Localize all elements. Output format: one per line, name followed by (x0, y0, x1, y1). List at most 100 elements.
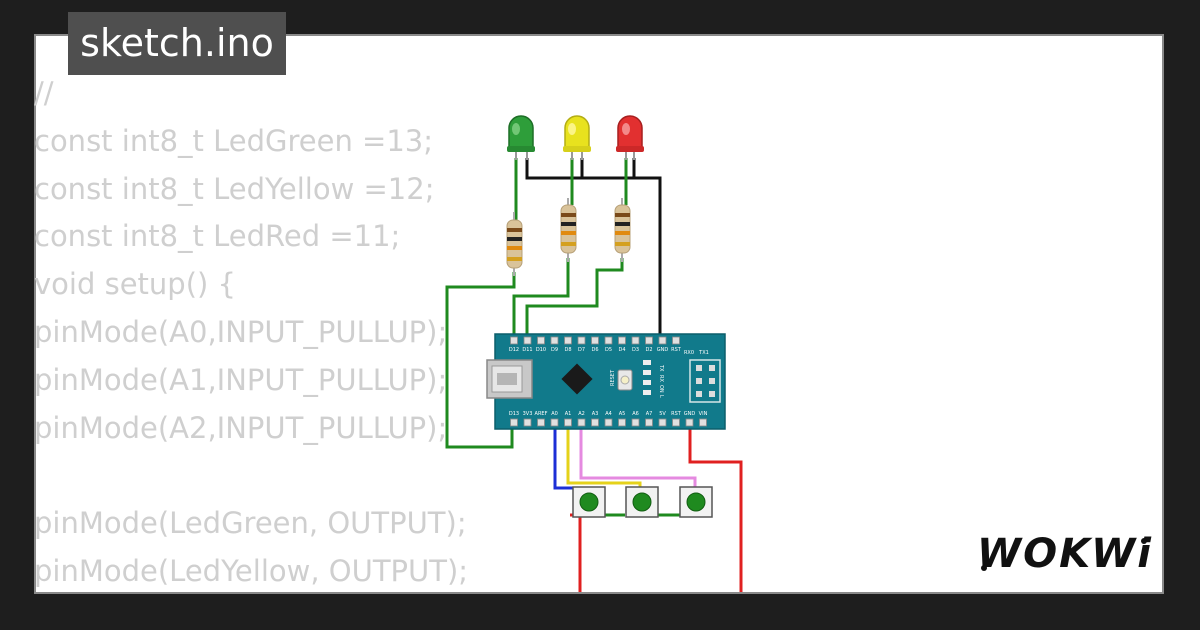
wire-group-led-cathodes (525, 158, 662, 340)
led-yellow[interactable] (563, 115, 591, 160)
pin-a0[interactable] (550, 418, 559, 427)
pin-a3[interactable] (591, 418, 599, 427)
code-line: pinMode(A0,INPUT_PULLUP); (34, 314, 448, 349)
pin-label: RST (671, 411, 682, 417)
pin-label: TX1 (698, 350, 709, 356)
pin-label: A6 (632, 411, 639, 417)
pin-d4[interactable] (618, 336, 626, 345)
code-line: pinMode(LedGreen, OUTPUT); (34, 506, 467, 541)
pushbutton-1[interactable] (572, 486, 606, 518)
pin-label: D9 (551, 347, 558, 353)
pin-rst[interactable] (672, 418, 680, 427)
pin-label: GND (657, 347, 669, 353)
resistor-2[interactable] (560, 198, 577, 262)
pushbutton-3[interactable] (679, 486, 713, 518)
pin-a1[interactable] (564, 418, 572, 427)
pin-label: 5V (659, 411, 666, 417)
code-line: const int8_t LedRed =11; (34, 219, 401, 254)
pin-a2[interactable] (577, 418, 586, 427)
pin-label: D12 (509, 347, 519, 353)
pin-label: D13 (509, 411, 519, 417)
code-line: pinMode(LedYellow, OUTPUT); (34, 553, 469, 588)
resistor-3[interactable] (614, 198, 631, 262)
pin-d7[interactable] (577, 336, 586, 345)
code-line: pinMode(A1,INPUT_PULLUP); (34, 362, 448, 397)
pin-label: D7 (578, 347, 585, 353)
pin-a7[interactable] (645, 418, 653, 427)
pin-label: A2 (578, 411, 585, 417)
pin-d3[interactable] (631, 336, 640, 345)
code-editor: //const int8_t LedGreen =13;const int8_t… (34, 70, 468, 596)
pin-gnd[interactable] (685, 418, 694, 427)
pin-label: A1 (565, 411, 572, 417)
pin-a6[interactable] (631, 418, 640, 427)
pin-vin[interactable] (699, 418, 707, 427)
status-led-label: TX (658, 364, 664, 372)
code-line: const int8_t LedGreen =13; (34, 123, 434, 158)
code-line: void setup() { (34, 267, 236, 302)
reset-label: RESET (610, 369, 616, 386)
pin-5v[interactable] (658, 418, 667, 427)
status-led-label: ON (658, 385, 664, 393)
usb-connector (486, 359, 533, 399)
pin-a4[interactable] (604, 418, 613, 427)
wire-green-r1-to-d13 (445, 272, 516, 449)
pin-label: D4 (618, 347, 625, 353)
pin-label: D8 (564, 347, 571, 353)
pin-d12[interactable] (510, 336, 518, 345)
led-red[interactable] (616, 115, 644, 160)
wire-red-gnd (688, 424, 743, 592)
pin-3v3[interactable] (523, 418, 532, 427)
code-line: pinMode(A2,INPUT_PULLUP); (34, 410, 448, 445)
file-title-tab[interactable]: sketch.ino (68, 12, 286, 75)
pin-d9[interactable] (550, 336, 559, 345)
pin-d8[interactable] (564, 336, 572, 345)
pushbutton-2[interactable] (625, 486, 659, 518)
code-line: const int8_t LedYellow =12; (34, 171, 435, 206)
pin-label: D11 (522, 347, 532, 353)
pin-a5[interactable] (618, 418, 626, 427)
pin-d10[interactable] (537, 336, 545, 345)
pin-gnd[interactable] (658, 336, 667, 345)
pin-label: GND (684, 411, 696, 417)
pin-rst[interactable] (672, 336, 680, 345)
resistor-1[interactable] (506, 212, 523, 276)
led-green[interactable] (507, 115, 535, 160)
pin-label: AREF (535, 411, 548, 417)
pin-label: D10 (536, 347, 546, 353)
pin-d11[interactable] (523, 336, 532, 345)
pin-label: D3 (632, 347, 639, 353)
pin-d2[interactable] (645, 336, 653, 345)
status-led-label: L (658, 395, 664, 398)
pin-d6[interactable] (591, 336, 599, 345)
pin-label: A5 (619, 411, 626, 417)
pin-label: D2 (645, 347, 652, 353)
pin-d13[interactable] (510, 418, 518, 427)
pin-label: VIN (699, 411, 708, 417)
pin-label: A4 (605, 411, 612, 417)
wokwi-logo-text: WOKWi (977, 531, 1153, 577)
pin-label: A0 (551, 411, 558, 417)
wire-green-r2-to-d12 (512, 258, 570, 340)
pin-d5[interactable] (604, 336, 613, 345)
pin-label: 3V3 (523, 411, 533, 417)
status-leds (643, 360, 651, 395)
pin-label: RX0 (684, 350, 694, 356)
pin-aref[interactable] (537, 418, 545, 427)
pin-label: A3 (592, 411, 599, 417)
microcontroller-chip (561, 363, 593, 395)
pin-label: D5 (605, 347, 612, 353)
wire-group-green (445, 158, 680, 517)
icsp-header (689, 359, 721, 403)
pin-label: RST (671, 347, 682, 353)
wire-black-common (525, 158, 662, 340)
wire-green-r3-to-d11 (525, 258, 624, 340)
pin-label: D6 (591, 347, 598, 353)
pin-label: A7 (646, 411, 653, 417)
